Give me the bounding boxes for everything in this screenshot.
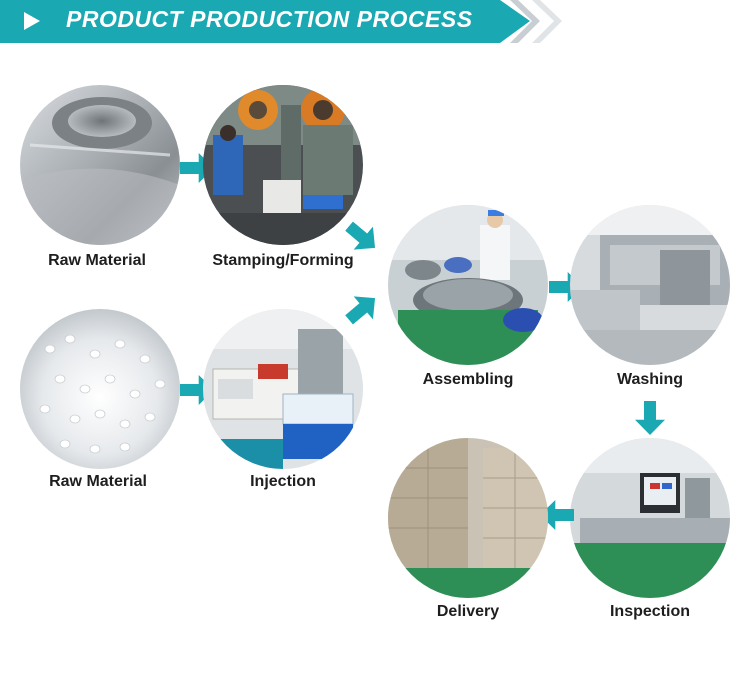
photo-raw-material-metal [20, 85, 180, 245]
step-label-raw-material-metal: Raw Material [48, 252, 146, 269]
step-label-stamping-forming: Stamping/Forming [212, 252, 354, 269]
step-label-injection: Injection [250, 473, 316, 490]
flow-arrow [635, 401, 665, 435]
header-banner [0, 0, 530, 43]
step-label-washing: Washing [616, 371, 684, 388]
page-title: PRODUCT PRODUCTION PROCESS [66, 6, 473, 32]
photo-injection [203, 309, 363, 469]
photo-washing [570, 205, 730, 365]
photo-raw-material-plastic [20, 309, 180, 469]
play-icon [24, 12, 40, 30]
step-label-delivery: Delivery [436, 603, 500, 620]
photo-stamping-forming [203, 85, 363, 245]
photo-delivery [388, 438, 548, 598]
step-label-raw-material-plastic: Raw Material [49, 473, 147, 490]
step-label-assembling: Assembling [422, 371, 514, 388]
photo-inspection [570, 438, 730, 598]
step-label-inspection: Inspection [609, 603, 690, 620]
photo-assembling [388, 205, 548, 365]
flow-arrow [339, 287, 384, 332]
